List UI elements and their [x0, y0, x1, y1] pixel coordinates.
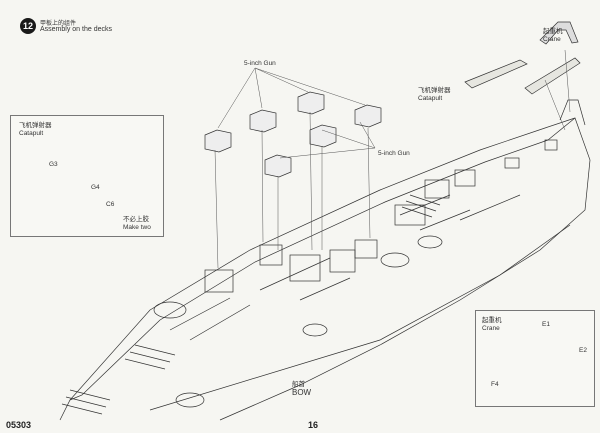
- turret-1: [204, 129, 232, 153]
- page-number: 16: [308, 420, 319, 430]
- turret-5: [309, 124, 337, 148]
- inset-note-cn: 不必上胶: [123, 216, 149, 223]
- turret-2: [249, 109, 277, 133]
- catapult-1: [464, 59, 528, 89]
- turret-label-right: 5-inch Gun: [378, 150, 410, 157]
- inset-catapult-title-en: Catapult: [19, 130, 44, 137]
- inset-part-e2: E2: [579, 347, 587, 354]
- product-code: 05303: [6, 420, 32, 430]
- inset-part-g4: G4: [91, 184, 100, 191]
- inset-note-en: Make two: [123, 224, 151, 231]
- catapult-2: [524, 57, 581, 95]
- turret-3: [297, 91, 325, 115]
- turret-4: [354, 104, 382, 128]
- turret-label-top: 5-inch Gun: [244, 60, 276, 67]
- crane-part: [539, 21, 579, 45]
- inset-part-g3: G3: [49, 161, 58, 168]
- step-title-cn: 甲板上的组件: [40, 21, 77, 27]
- bow-label-en: BOW: [292, 388, 312, 397]
- inset-crane-title-en: Crane: [482, 325, 500, 332]
- step-number-badge: 12: [20, 18, 36, 34]
- inset-crane-title-cn: 起重机: [482, 317, 502, 324]
- turret-6: [264, 154, 292, 178]
- inset-part-c6: C6: [106, 201, 115, 208]
- bow-label-cn: 船首: [292, 381, 305, 388]
- inset-crane: 起重机 Crane E1 E2 F4: [475, 310, 595, 407]
- inset-part-e1: E1: [542, 321, 550, 328]
- crane-label-en: Crane: [543, 36, 561, 43]
- inset-catapult: 飞机弹射器 Catapult G3 G4 C6 不必上胶 Make two: [10, 115, 164, 237]
- catapult-label-cn: 飞机弹射器: [418, 87, 451, 94]
- inset-part-f4: F4: [491, 381, 499, 388]
- catapult-label-en: Catapult: [418, 95, 443, 102]
- step-title-en: Assembly on the decks: [40, 26, 112, 33]
- crane-label-cn: 起重机: [543, 28, 563, 35]
- inset-catapult-title-cn: 飞机弹射器: [19, 122, 52, 129]
